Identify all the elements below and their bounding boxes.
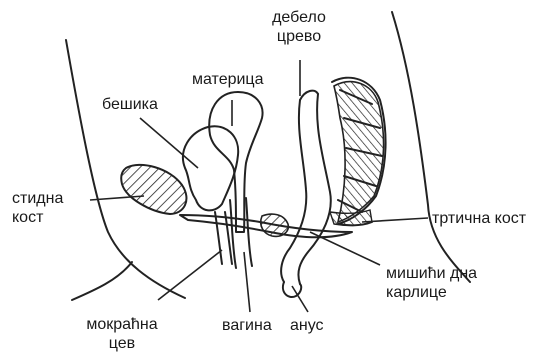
leader-bladder [140,118,198,168]
sacrum-hatch [334,82,384,222]
label-uterus: материца [192,70,264,89]
uterus-shape [209,92,262,232]
colon-top-opening [300,91,318,100]
colon-shape [281,94,331,284]
label-colon: дебело црево [260,8,338,46]
label-urethra: мокраћна цев [74,315,170,353]
body-outline-right [392,12,470,282]
label-bladder: бешика [102,95,158,114]
perineal-muscle [261,214,289,236]
leader-urethra [158,250,222,300]
leader-vagina [244,252,250,312]
urethra-canal [215,212,232,264]
label-pelvic-floor: мишићи дна карлице [386,264,477,302]
label-anus: анус [290,316,324,335]
label-vagina: вагина [222,316,272,335]
anus-shape [283,282,301,297]
label-pubic-bone: стидна кост [12,189,63,227]
leader-pelvic-floor [310,232,380,265]
body-outline-lower-left [72,262,132,300]
label-coccyx: тртична кост [432,209,526,228]
pubic-bone-shape [121,165,186,214]
